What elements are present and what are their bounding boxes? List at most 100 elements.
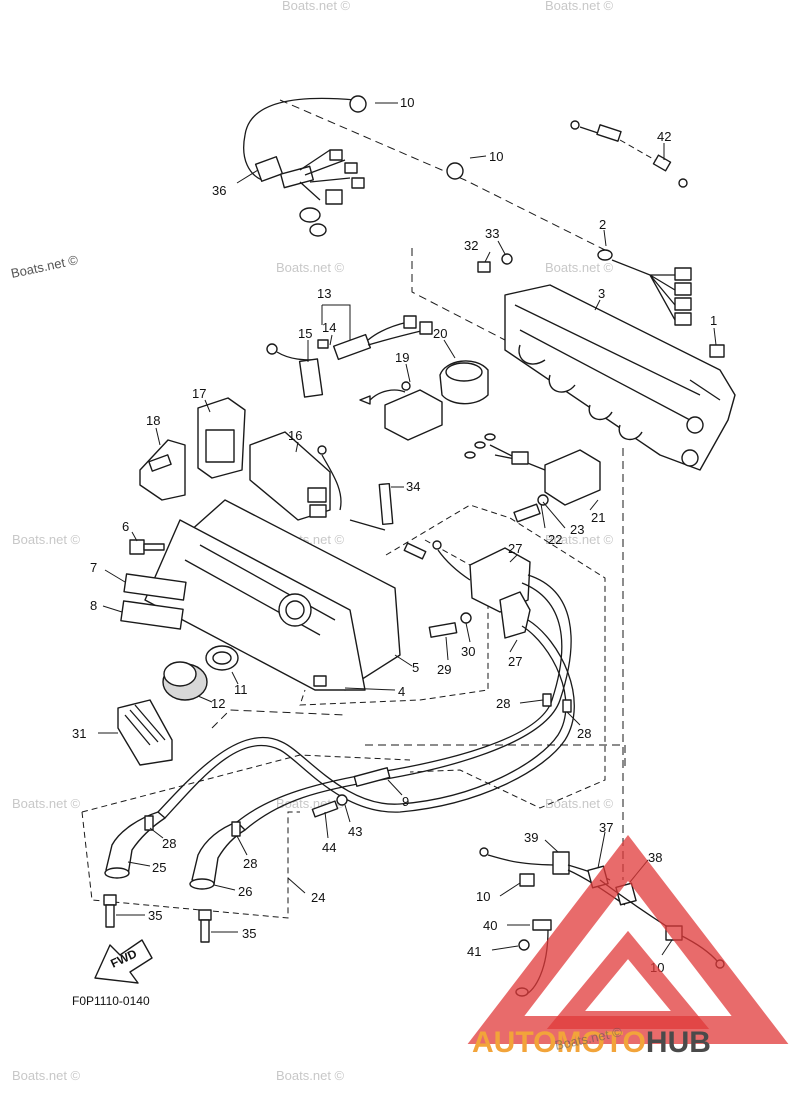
leader-28d	[236, 835, 248, 856]
callout-27: 27	[508, 541, 522, 556]
callout-30: 30	[461, 644, 475, 659]
labels-7-8	[120, 573, 187, 630]
electrical-bracket-3	[504, 284, 736, 471]
stud-34-shaft	[378, 482, 394, 526]
watermark-boats-net: Boats.net ©	[10, 252, 80, 281]
bracket-17	[197, 397, 246, 479]
leader-36	[236, 169, 259, 184]
washer-33	[501, 253, 513, 265]
leader-28a	[519, 699, 544, 704]
plug-35a-hex	[103, 894, 117, 906]
leader-4	[344, 687, 396, 691]
leader-19	[405, 363, 411, 383]
dashed-line-clamps	[279, 99, 606, 251]
leader-27b	[509, 639, 518, 653]
watermark-right-2: Boats.net ©	[545, 796, 614, 811]
callout-13: 13	[317, 286, 331, 301]
washer-41	[518, 939, 530, 951]
callout-2: 2	[599, 217, 606, 232]
bolt-6-shank	[143, 543, 165, 551]
callout-1: 1	[710, 313, 717, 328]
fuse-holder-31	[117, 699, 173, 766]
plug-35a-body	[105, 904, 115, 928]
tie-28-b	[562, 699, 572, 713]
callout-20: 20	[433, 326, 447, 341]
callout-12: 12	[211, 696, 225, 711]
leader-12	[197, 695, 213, 703]
leader-37	[597, 831, 606, 869]
clip-10c	[519, 873, 535, 887]
callout-27: 27	[508, 654, 522, 669]
bracket-clip-4	[618, 424, 643, 441]
relay-19-lead	[369, 389, 406, 401]
fuse-holder-body	[117, 699, 173, 766]
rectifier-term-a	[464, 451, 476, 459]
leader-17	[204, 399, 211, 413]
leader-10d	[661, 939, 673, 956]
spark-plug-35b	[198, 909, 212, 943]
plug-35b-hex	[198, 909, 212, 921]
rectifier-21	[464, 433, 601, 523]
leader-28c	[149, 827, 164, 839]
label-plate-8	[120, 600, 184, 630]
clamp-10-top	[349, 95, 367, 113]
callouts: 10 10 42 36 2 33 32 3 1 13 14 15 20 19 1…	[72, 95, 717, 975]
switch-terminal-b	[419, 321, 433, 335]
leader-13	[322, 304, 351, 340]
bracket-18-body	[139, 439, 186, 501]
callout-24: 24	[311, 890, 325, 905]
cdi-ground-lead	[321, 454, 342, 511]
stud-34-link	[349, 519, 386, 531]
switch-terminal-a	[403, 315, 417, 329]
cap-12	[162, 661, 208, 701]
plug-35b-body	[200, 919, 210, 943]
watermark-left-2: Boats.net ©	[12, 796, 81, 811]
callout-35: 35	[242, 926, 256, 941]
relay-19-tip	[359, 395, 371, 405]
bolt-6	[129, 539, 165, 555]
clamp-9	[353, 767, 391, 787]
callout-11: 11	[234, 682, 248, 697]
coil-ring	[432, 540, 442, 550]
bracket-clip-3	[588, 404, 613, 421]
leader-30	[465, 622, 471, 643]
cdi-connector-b	[309, 504, 327, 518]
cable-42-wire-a	[579, 126, 599, 134]
leader-21	[589, 499, 599, 511]
cord-clamp-9	[311, 767, 391, 818]
callout-18: 18	[146, 413, 160, 428]
cdi-connector-a	[307, 487, 327, 503]
callout-25: 25	[152, 860, 166, 875]
switch-plate-15	[298, 358, 324, 398]
callout-28: 28	[162, 836, 176, 851]
callout-14: 14	[322, 320, 336, 335]
rectifier-body	[544, 449, 601, 506]
bracket-18-tab	[148, 454, 172, 472]
watermark-mid-left: Boats.net ©	[276, 260, 345, 275]
harness-wire	[243, 97, 356, 181]
figure-code: F0P1110-0140	[72, 994, 150, 1008]
logo-text-hub: HUB	[646, 1026, 711, 1059]
callout-8: 8	[90, 598, 97, 613]
switch-clip-14	[317, 339, 329, 349]
relay-20	[439, 360, 489, 405]
callout-28: 28	[577, 726, 591, 741]
relay-19-body	[384, 389, 443, 441]
leader-29	[445, 636, 449, 661]
callout-32: 32	[464, 238, 478, 253]
callout-37: 37	[599, 820, 613, 835]
spark-plug-35a	[103, 894, 117, 928]
bolt-29	[428, 622, 458, 638]
cover-boss-inner	[285, 600, 305, 620]
callout-44: 44	[322, 840, 336, 855]
ht-cords	[157, 574, 575, 831]
dashed-box-cdi	[385, 504, 606, 809]
leader-33	[497, 240, 506, 255]
stop-switch-13	[266, 315, 433, 398]
harness-2-fan	[649, 274, 676, 321]
cover-tab	[313, 675, 327, 687]
leader-14	[329, 334, 333, 346]
leader-lines	[98, 102, 717, 956]
leader-10b	[469, 155, 487, 159]
tie-28-c	[144, 815, 154, 831]
